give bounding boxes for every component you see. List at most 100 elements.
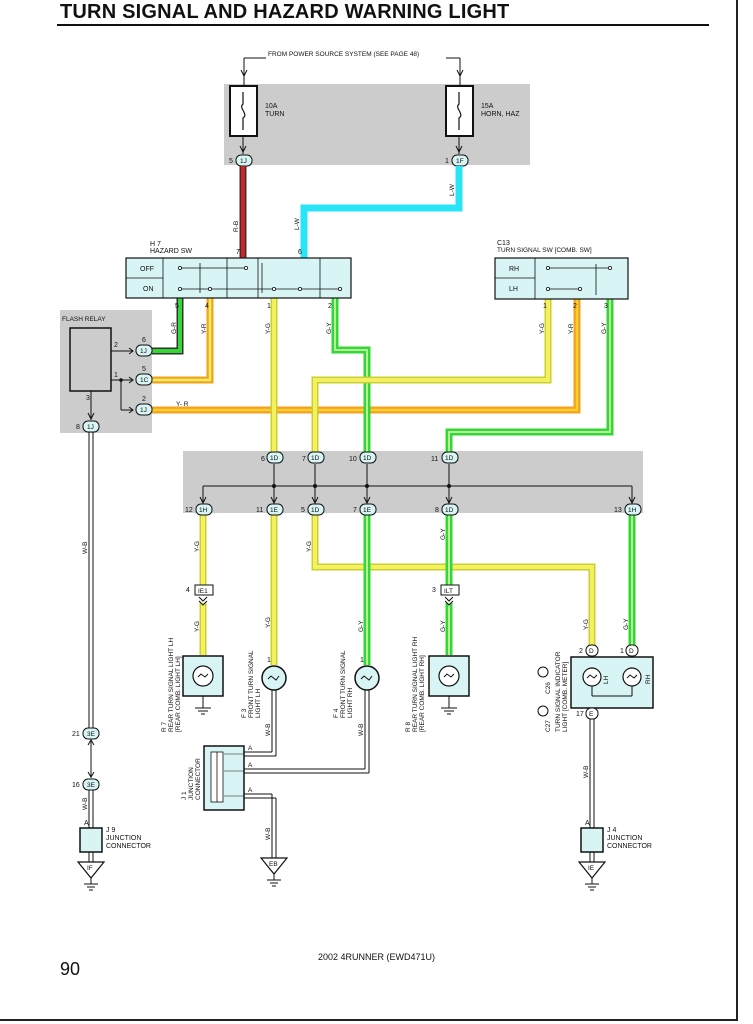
label-y-g-hazard: Y-G	[265, 323, 272, 334]
label-w-b-front-lh: W-B	[265, 723, 272, 736]
fuse-turn: 10A TURN 5 1J	[229, 85, 284, 167]
footer-model-code: 2002 4RUNNER (EWD471U)	[318, 952, 436, 962]
fuse-turn-name: TURN	[265, 111, 284, 118]
lamp-front-turn-rh: 1 F 4 FRONT TURN SIGNAL LIGHT RH	[333, 650, 380, 718]
hazard-sw-pin-5: 5	[175, 303, 179, 310]
lamp-rear-turn-rh: 1 R 8 REAR TURN SIGNAL LIGHT RH [REAR CO…	[405, 636, 470, 733]
jb-top-pin-11: 11	[431, 456, 438, 463]
label-w-b-j9: W-B	[82, 797, 89, 810]
hazard-sw-pin-4: 4	[205, 303, 209, 310]
lamp-r8-sub: [REAR COMB. LIGHT RH]	[419, 655, 426, 732]
jb-top-1d-d: 1D	[445, 455, 454, 462]
lamp-rear-turn-lh: 1 R 7 REAR TURN SIGNAL LIGHT LH [REAR CO…	[161, 638, 224, 732]
fuse-horn-haz: 15A HORN, HAZ 1 1F	[445, 85, 520, 167]
indicator-conn-d-a: D	[589, 648, 594, 655]
ie1-id: IE1	[198, 588, 208, 595]
title-rule	[57, 24, 709, 26]
hazard-sw-pin-2: 2	[328, 303, 332, 310]
wire-y-g-indicator-lh	[311, 515, 596, 647]
label-l-w: L-W	[449, 183, 456, 196]
jb-bot-1e-a: 1E	[270, 507, 279, 514]
label-g-y-hazard: G-Y	[326, 322, 333, 334]
ie1-pin: 4	[186, 587, 190, 594]
label-y-r-horizontal: Y- R	[176, 401, 189, 408]
label-y-g-rear-lh-a: Y-G	[194, 541, 201, 552]
indicator-name: TURN SIGNAL INDICATOR	[555, 651, 562, 732]
j1-pin-a-2: A	[248, 762, 253, 769]
fuse-haz-pin: 1	[445, 158, 449, 165]
flash-relay-pin-3: 3	[86, 395, 90, 402]
turn-sw-pin-3: 3	[604, 303, 608, 310]
lamp-f4-id: F 4	[333, 708, 340, 718]
junction-box-background	[183, 451, 643, 513]
j4-id: J 4	[607, 827, 616, 834]
wire-w-b-front-rh	[244, 690, 370, 774]
jb-bot-1d-b: 1D	[445, 507, 454, 514]
jb-top-pin-7: 7	[302, 456, 306, 463]
j1-sub: CONNECTOR	[195, 758, 202, 800]
inline-connector-ilt: 3 ILT	[432, 584, 460, 606]
fuse-turn-rating: 10A	[265, 103, 278, 110]
fuse-box-background	[224, 84, 530, 165]
flash-relay-conn-1j-a: 1J	[140, 348, 147, 355]
turn-sw-rh: RH	[509, 266, 519, 273]
turn-sw-pin-2: 2	[573, 303, 577, 310]
lamp-r8-name: REAR TURN SIGNAL LIGHT RH	[412, 636, 419, 732]
jb-bot-pin-8: 8	[435, 507, 439, 514]
jb-bot-pin-11: 11	[256, 507, 263, 514]
label-g-y-front-rh: G-Y	[358, 620, 365, 632]
flash-relay-name: FLASH RELAY	[62, 316, 106, 323]
lamp-f3-sub: LIGHT LH	[255, 689, 262, 718]
wire-y-r-turnsw	[152, 299, 581, 414]
indicator-conn-e: E	[589, 711, 594, 718]
j4-sub: CONNECTOR	[607, 843, 652, 850]
turn-signal-switch: C13 TURN SIGNAL SW [COMB. SW] RH LH 1 2 …	[494, 240, 629, 310]
turn-sw-pin-1: 1	[543, 303, 547, 310]
label-g-r: G-R	[171, 322, 178, 334]
j9-conn-3e-a: 3E	[87, 731, 96, 738]
lamp-r7-sub: [REAR COMB. LIGHT LH]	[175, 656, 182, 732]
fuse-haz-connector: 1F	[456, 158, 464, 165]
wire-w-b-indicator	[589, 718, 595, 862]
indicator-pin-17: 17	[576, 711, 584, 718]
label-g-y-rear-rh-a: G-Y	[440, 528, 447, 540]
page-title: TURN SIGNAL AND HAZARD WARNING LIGHT	[60, 1, 510, 23]
flash-relay-conn-pin-5: 5	[142, 366, 146, 373]
label-y-r-hazard: Y-R	[201, 323, 208, 334]
lamp-f4-name: FRONT TURN SIGNAL	[340, 650, 347, 718]
jb-top-1d-b: 1D	[311, 455, 320, 462]
label-y-r-turnsw: Y-R	[568, 323, 575, 334]
lamp-f3-name: FRONT TURN SIGNAL	[248, 650, 255, 718]
j4-name: JUNCTION	[607, 835, 642, 842]
indicator-pin-1: 1	[620, 648, 624, 655]
j9-name: JUNCTION	[106, 835, 141, 842]
label-l-w-2: L-W	[294, 217, 301, 230]
junction-connector-j9: 21 3E 16 3E A J 9 JUNCTION CONNECTOR	[72, 727, 151, 853]
page-frame-right	[736, 0, 738, 1020]
label-g-y-rear-rh-b: G-Y	[440, 620, 447, 632]
flash-relay: FLASH RELAY 2 1 3 6 1J 5 1C 2 1J 8 1J	[62, 316, 153, 433]
label-y-g-rear-lh-b: Y-G	[194, 621, 201, 632]
wire-w-b-front-lh	[244, 690, 277, 757]
ground-eb-label: EB	[269, 861, 278, 868]
label-y-g-indicator-b: Y-G	[583, 619, 590, 630]
indicator-rh: RH	[645, 674, 652, 684]
hazard-sw-pin-1: 1	[267, 303, 271, 310]
ground-ie-label: IE	[588, 865, 595, 872]
lamp-r8-id: R 8	[405, 722, 412, 733]
junction-block: 6 1D 7 1D 10 1D 11 1D 12 1H 11 1E 5 1D 7…	[185, 451, 642, 516]
jb-bot-pin-12: 12	[185, 507, 193, 514]
j1-id: J 1	[181, 791, 188, 800]
ilt-pin: 3	[432, 587, 436, 594]
lamp-r7-name: REAR TURN SIGNAL LIGHT LH	[168, 638, 175, 732]
jb-top-pin-6: 6	[261, 456, 265, 463]
wire-g-y-turnsw	[445, 299, 614, 452]
page-frame-bottom	[0, 1019, 738, 1021]
hazard-switch: H 7 HAZARD SW 7 6 OFF ON 5 4 1 2	[125, 241, 352, 310]
wire-y-r-relay	[152, 298, 214, 384]
fuse-haz-rating: 15A	[481, 103, 494, 110]
label-g-y-turnsw: G-Y	[601, 322, 608, 334]
label-w-b-front-rh: W-B	[358, 723, 365, 736]
jb-bot-1h-b: 1H	[628, 507, 637, 514]
